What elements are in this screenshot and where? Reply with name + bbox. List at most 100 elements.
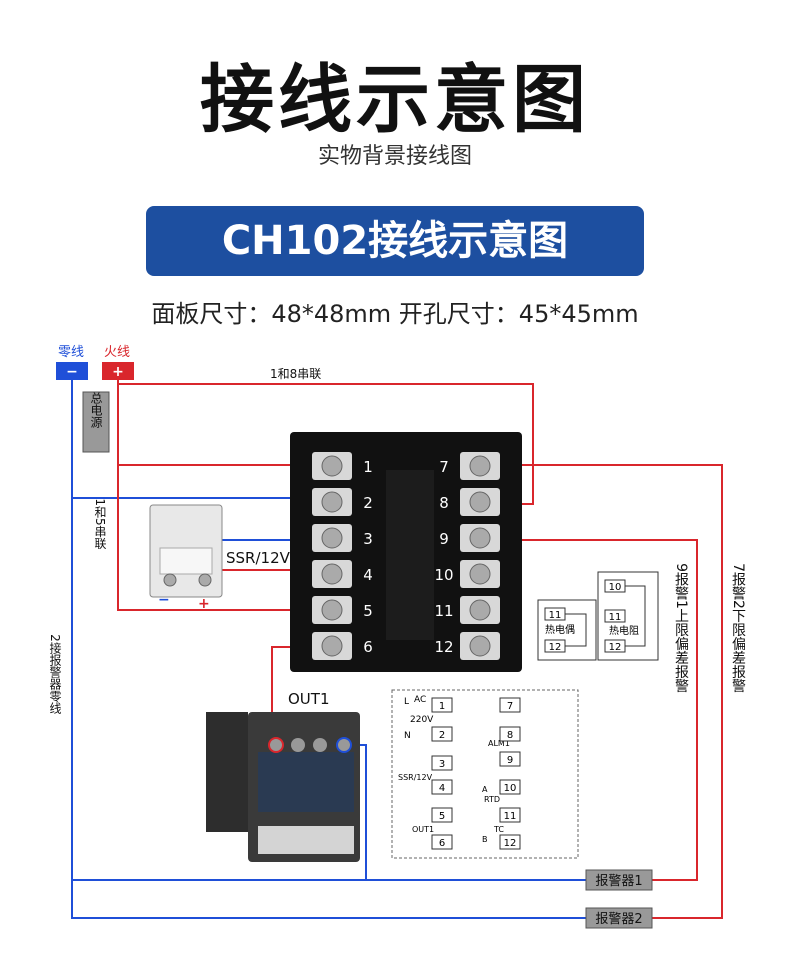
terminal-screw (460, 524, 500, 552)
rtd-t11: 11 (609, 612, 622, 623)
terminal-label: 2 (363, 494, 373, 512)
terminal-screw (460, 560, 500, 588)
note-series-1-5: 1和5串联 (93, 498, 107, 550)
terminal-label: 12 (434, 638, 453, 656)
svg-text:4: 4 (439, 783, 445, 794)
thermocouple-diagram: 11 热电偶 12 (537, 599, 597, 661)
schematic-terminal: 4 (431, 779, 453, 795)
neutral-label: 零线 (58, 345, 84, 360)
controller-center (386, 470, 434, 640)
sch-n: N (404, 731, 411, 741)
neutral-sign: − (66, 364, 78, 380)
schematic-terminal: 9 (499, 751, 521, 767)
note-alarm1: 9报警1上限偏差报警 (673, 563, 689, 693)
live-label: 火线 (104, 345, 130, 360)
alarm1-box: 报警器1 (585, 869, 653, 891)
terminal-screw (460, 632, 500, 660)
schematic-terminal: 12 (499, 834, 521, 850)
schematic-terminal: 1 (431, 697, 453, 713)
sch-out1: OUT1 (412, 825, 434, 834)
terminal-screw (312, 632, 352, 660)
svg-text:9: 9 (507, 755, 513, 766)
sch-rtd: RTD (484, 795, 500, 804)
terminal-label: 5 (363, 602, 373, 620)
ssr-module: − + (149, 504, 223, 612)
rtd-t12: 12 (609, 642, 622, 653)
schematic-terminal: 6 (431, 834, 453, 850)
ssr-label: SSR/12V (226, 549, 291, 567)
terminal-screw (312, 452, 352, 480)
terminal-screw (312, 596, 352, 624)
live-badge (102, 362, 134, 380)
contactor (206, 712, 360, 862)
svg-text:6: 6 (439, 838, 445, 849)
terminal-label: 11 (434, 602, 453, 620)
terminal-screw (312, 560, 352, 588)
svg-text:11: 11 (504, 811, 517, 822)
terminal-label: 1 (363, 458, 373, 476)
terminal-screw (460, 452, 500, 480)
terminal-screw (312, 488, 352, 516)
live-sign: + (112, 364, 124, 380)
rtd-label: 热电阻 (609, 624, 639, 637)
terminal-screw (460, 488, 500, 516)
ssr-plus: + (198, 596, 210, 612)
terminal-label: 3 (363, 530, 373, 548)
sch-a: A (482, 785, 488, 794)
schematic-terminal: 2 (431, 726, 453, 742)
sch-b: B (482, 835, 488, 844)
left-terminals: 1 2 3 4 5 6 (312, 452, 373, 660)
page-subtitle: 实物背景接线图 (317, 144, 472, 169)
sch-ac: AC (414, 695, 426, 705)
terminal-label: 6 (363, 638, 373, 656)
terminal-screw (460, 596, 500, 624)
schematic-terminal: 10 (499, 779, 521, 795)
rtd-t10: 10 (609, 582, 622, 593)
out1-label: OUT1 (288, 690, 330, 708)
svg-text:12: 12 (504, 838, 517, 849)
alarm2-label: 报警器2 (595, 911, 642, 927)
terminal-label: 7 (439, 458, 449, 476)
neutral-badge (56, 362, 88, 380)
terminal-label: 8 (439, 494, 449, 512)
page-title: 接线示意图 (200, 57, 590, 143)
right-terminals: 7 8 9 10 11 12 (434, 452, 500, 660)
svg-text:8: 8 (507, 730, 513, 741)
svg-text:2: 2 (439, 730, 445, 741)
tc-t12: 12 (549, 642, 562, 653)
rtd-diagram: 10 11 热电阻 12 (597, 571, 659, 661)
tc-label: 热电偶 (545, 623, 575, 636)
alarm1-label: 报警器1 (595, 873, 642, 889)
terminal-screw (312, 524, 352, 552)
sch-220v: 220V (410, 715, 434, 725)
sch-ssr: SSR/12V (398, 773, 433, 782)
terminal-schematic: L AC N 220V ALM1 SSR/12V OUT1 RTD TC A B… (391, 689, 579, 859)
svg-text:10: 10 (504, 783, 517, 794)
ssr-minus: − (158, 592, 170, 608)
terminal-label: 4 (363, 566, 373, 584)
tc-t11: 11 (549, 610, 562, 621)
schematic-terminal: 11 (499, 807, 521, 823)
note-series-1-8: 1和8串联 (270, 367, 321, 381)
dimensions-text: 面板尺寸：48*48mm 开孔尺寸：45*45mm (151, 300, 639, 328)
main-power-label: 总电源 (89, 392, 103, 429)
svg-text:1: 1 (439, 701, 445, 712)
schematic-terminal: 8 (499, 726, 521, 742)
note-alarm-neutral: 2接报警器零线 (48, 634, 62, 714)
sch-l: L (404, 697, 409, 707)
sch-tc: TC (493, 825, 504, 834)
schematic-terminal: 7 (499, 697, 521, 713)
model-banner: CH102接线示意图 (146, 206, 644, 276)
terminal-label: 10 (434, 566, 453, 584)
svg-text:7: 7 (507, 701, 513, 712)
note-alarm2: 7报警2下限偏差报警 (730, 563, 746, 693)
sch-alm1: ALM1 (488, 739, 510, 748)
schematic-terminal: 5 (431, 807, 453, 823)
alarm2-box: 报警器2 (585, 907, 653, 929)
svg-text:5: 5 (439, 811, 445, 822)
svg-text:3: 3 (439, 759, 445, 770)
main-power-box (82, 391, 110, 453)
terminal-label: 9 (439, 530, 449, 548)
schematic-terminal: 3 (431, 755, 453, 771)
